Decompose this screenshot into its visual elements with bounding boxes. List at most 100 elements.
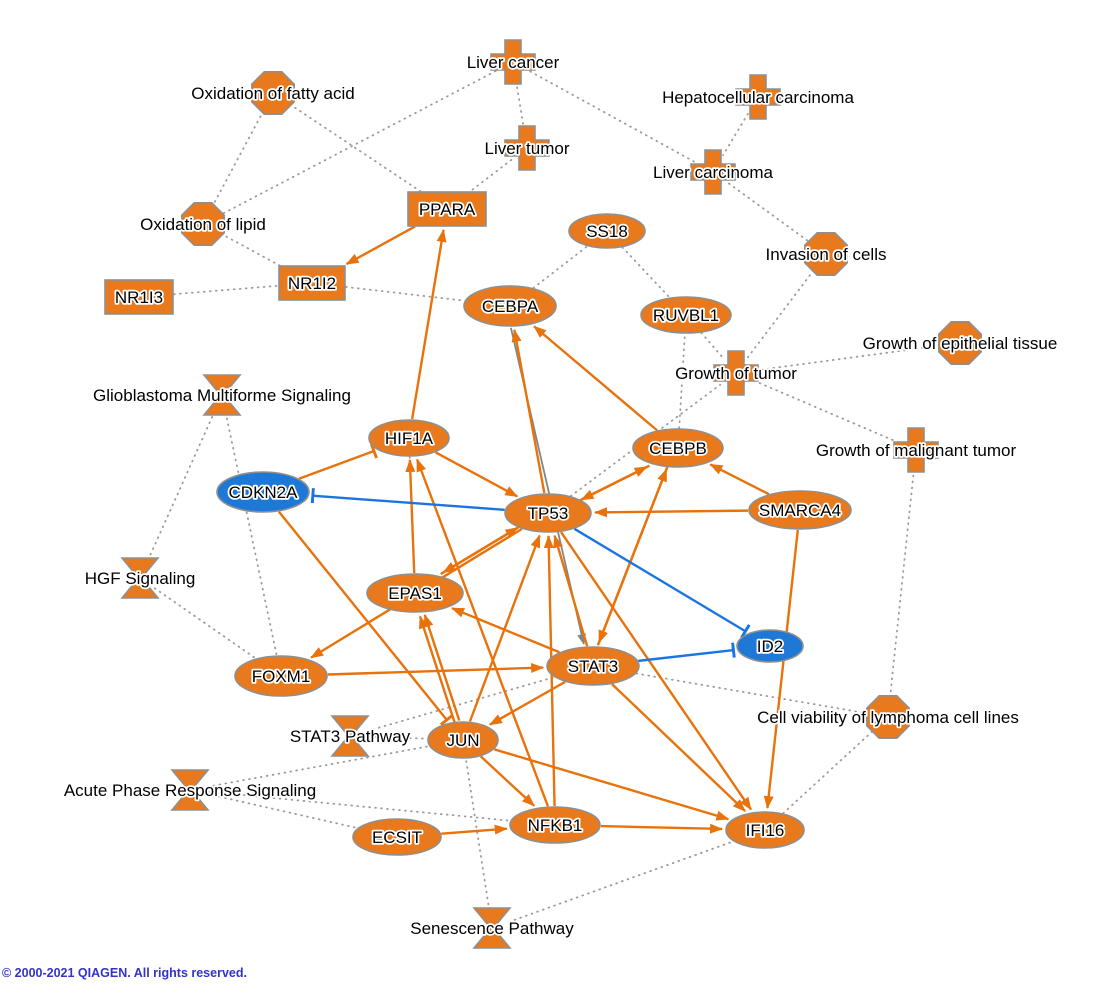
node-growth_mal[interactable] <box>893 427 939 473</box>
node-label-stat3_pw: STAT3 Pathway <box>290 727 411 746</box>
edge-SMARCA4-TP53 <box>593 507 749 518</box>
node-label-invasion: Invasion of cells <box>766 245 887 264</box>
node-label-FOXM1: FOXM1 <box>252 667 311 686</box>
node-cell_viab[interactable] <box>865 694 911 740</box>
node-TP53[interactable] <box>504 493 592 533</box>
edge-JUN-EPAS1 <box>423 613 461 721</box>
edge-CDKN2A-JUN <box>277 510 454 726</box>
node-IFI16[interactable] <box>725 811 805 849</box>
edge-JUN-IFI16 <box>493 748 730 821</box>
node-gbm[interactable] <box>202 374 242 416</box>
edge-JUN-NFKB1 <box>479 755 535 807</box>
node-label-ECSIT: ECSIT <box>372 828 422 847</box>
edge-CEBPB-CEBPA <box>533 325 658 432</box>
edge-TP53-IFI16 <box>560 531 752 811</box>
node-ox_lipid[interactable] <box>181 202 225 246</box>
edge-STAT3-IFI16 <box>611 683 746 812</box>
edge-CEBPB-RUVBL1 <box>678 333 686 429</box>
node-hep_carc[interactable] <box>735 74 781 120</box>
node-stat3_pw[interactable] <box>330 715 370 757</box>
node-label-growth_tumor: Growth of tumor <box>675 364 797 383</box>
edge-growth_tumor-invasion <box>746 269 815 359</box>
edge-TP53-CEBPA <box>511 328 546 494</box>
node-CEBPA[interactable] <box>463 285 557 327</box>
edge-SMARCA4-IFI16 <box>763 529 800 810</box>
node-ECSIT[interactable] <box>352 818 442 856</box>
edge-acute-ECSIT <box>206 793 359 829</box>
node-STAT3[interactable] <box>546 646 640 686</box>
edge-growth_mal-cell_viab <box>889 468 915 698</box>
edge-acute-NFKB1 <box>207 790 512 822</box>
edge-NR1I2-CEBPA <box>345 286 466 302</box>
edge-liver_cancer-ox_lipid <box>220 70 497 216</box>
edge-NFKB1-IFI16 <box>600 823 724 834</box>
node-label-SS18: SS18 <box>586 222 628 241</box>
node-label-STAT3: STAT3 <box>568 657 618 676</box>
edge-FOXM1-STAT3 <box>327 662 545 676</box>
node-label-CEBPB: CEBPB <box>649 439 707 458</box>
node-FOXM1[interactable] <box>234 655 328 697</box>
node-ox_fatty[interactable] <box>251 71 296 115</box>
node-liver_carc[interactable] <box>690 149 736 195</box>
edge-IFI16-cell_viab <box>782 730 874 815</box>
edge-JUN-EPAS1 <box>418 615 456 723</box>
edge-RUVBL1-growth_tumor <box>700 331 725 359</box>
node-liver_cancer[interactable] <box>490 39 536 85</box>
node-label-liver_cancer: Liver cancer <box>467 53 560 72</box>
edge-TP53-CDKN2A <box>310 488 505 511</box>
edge-senescence-IFI16 <box>508 840 735 923</box>
node-label-senescence: Senescence Pathway <box>410 919 574 938</box>
node-SMARCA4[interactable] <box>748 490 852 530</box>
node-NFKB1[interactable] <box>509 806 601 844</box>
edge-liver_cancer-liver_tumor <box>515 80 525 130</box>
node-CDKN2A[interactable] <box>216 471 310 513</box>
node-label-SMARCA4: SMARCA4 <box>759 501 841 520</box>
node-CEBPB[interactable] <box>632 428 724 468</box>
node-label-growth_mal: Growth of malignant tumor <box>816 441 1017 460</box>
edge-gbm-hgf <box>146 410 216 563</box>
node-label-PPARA: PPARA <box>419 200 476 219</box>
node-ID2[interactable] <box>736 629 804 663</box>
node-growth_epi[interactable] <box>937 320 983 366</box>
node-acute[interactable] <box>170 769 210 811</box>
node-hgf[interactable] <box>120 557 160 599</box>
edge-SMARCA4-CEBPB <box>709 463 770 496</box>
edge-acute-JUN <box>206 745 430 788</box>
edge-ox_fatty-ox_lipid <box>211 110 265 207</box>
node-RUVBL1[interactable] <box>640 296 732 334</box>
edge-SS18-RUVBL1 <box>621 246 671 299</box>
edge-STAT3-JUN <box>489 680 566 726</box>
edge-HIF1A-PPARA <box>410 228 447 420</box>
node-growth_tumor[interactable] <box>713 350 759 396</box>
node-HIF1A[interactable] <box>368 419 450 457</box>
edge-NR1I3-NR1I2 <box>173 284 279 296</box>
node-label-cell_viab: Cell viability of lymphoma cell lines <box>757 708 1019 727</box>
node-NR1I3[interactable] <box>104 279 174 315</box>
node-EPAS1[interactable] <box>366 573 464 613</box>
edge-CDKN2A-HIF1A <box>298 443 378 480</box>
edge-growth_tumor-growth_mal <box>753 379 899 444</box>
edge-STAT3-CEBPB <box>596 468 668 646</box>
node-label-CEBPA: CEBPA <box>482 297 539 316</box>
edge-TP53-growth_tumor <box>569 383 722 497</box>
node-label-hgf: HGF Signaling <box>85 569 196 588</box>
node-senescence[interactable] <box>472 907 512 949</box>
edge-CEBPA-SS18 <box>532 245 589 289</box>
node-SS18[interactable] <box>568 213 646 249</box>
node-label-gbm: Glioblastoma Multiforme Signaling <box>93 386 351 405</box>
edge-CEBPB-TP53 <box>580 464 650 501</box>
node-invasion[interactable] <box>803 232 849 277</box>
node-liver_tumor[interactable] <box>504 125 550 171</box>
node-label-CDKN2A: CDKN2A <box>229 483 299 502</box>
node-label-IFI16: IFI16 <box>746 821 785 840</box>
node-JUN[interactable] <box>427 721 499 759</box>
node-label-growth_epi: Growth of epithelial tissue <box>863 334 1058 353</box>
edge-STAT3-ID2 <box>638 642 736 663</box>
node-NR1I2[interactable] <box>278 265 346 301</box>
edge-hep_carc-liver_carc <box>722 112 749 157</box>
node-PPARA[interactable] <box>407 191 487 227</box>
node-label-NR1I3: NR1I3 <box>115 288 163 307</box>
edge-STAT3-TP53 <box>553 534 589 647</box>
